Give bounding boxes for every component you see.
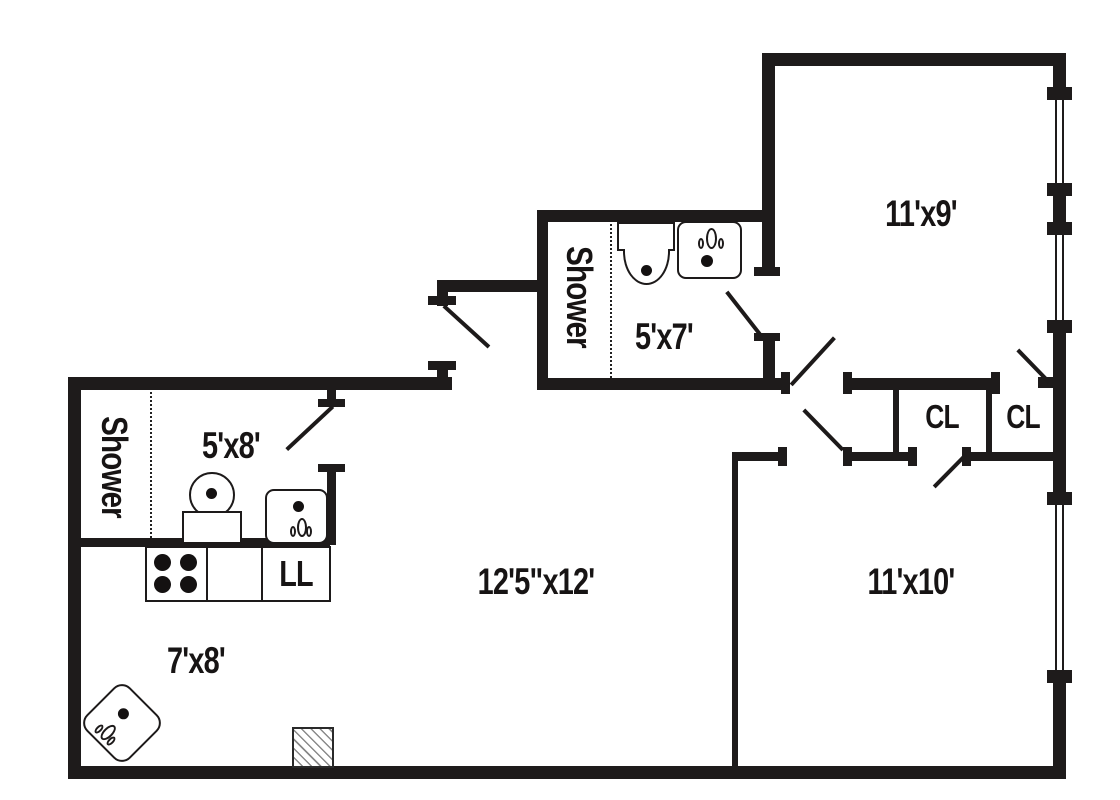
- shower-divider-dotted: [150, 392, 152, 538]
- faucet-icon: [718, 238, 724, 249]
- window: [1062, 504, 1064, 671]
- window-sill: [1047, 183, 1072, 196]
- room-label-bath-left: 5'x8': [202, 425, 261, 466]
- shower-label-top-bath: Shower: [559, 246, 600, 348]
- closet-label-left: CL: [925, 398, 959, 435]
- drain-dot: [701, 255, 713, 267]
- wall-segment: [852, 452, 909, 461]
- door-swing: [802, 408, 845, 452]
- stove-burner-icon: [154, 554, 171, 571]
- wall-segment: [732, 452, 738, 768]
- door-jamb: [991, 372, 1000, 394]
- door-jamb: [318, 399, 345, 407]
- door-swing: [1016, 348, 1051, 384]
- wall-segment: [843, 378, 1000, 390]
- drain-dot: [206, 488, 217, 499]
- wall-segment: [68, 766, 1066, 779]
- window: [1062, 100, 1064, 184]
- wall-segment: [327, 470, 336, 545]
- wall-segment: [437, 366, 448, 390]
- stove-burner-icon: [180, 576, 197, 593]
- door-jamb: [428, 361, 456, 370]
- wall-segment: [971, 452, 1066, 461]
- window-sill: [1047, 320, 1072, 333]
- window: [1055, 234, 1057, 321]
- door-swing: [725, 290, 764, 338]
- counter-divider: [261, 548, 263, 600]
- shower-divider-dotted: [610, 224, 612, 378]
- door-jamb: [318, 464, 345, 472]
- kitchen-counter: [145, 546, 331, 602]
- toilet-icon: [617, 222, 675, 251]
- wall-segment: [68, 377, 452, 390]
- door-jamb: [908, 447, 917, 466]
- shower-label-left-bath: Shower: [94, 416, 135, 518]
- window: [1055, 504, 1057, 671]
- wall-segment: [763, 341, 775, 390]
- door-swing: [285, 405, 335, 451]
- wall-segment: [893, 384, 899, 455]
- toilet-icon: [265, 489, 328, 544]
- drain-dot: [115, 706, 132, 722]
- wall-segment: [986, 384, 992, 455]
- faucet-icon: [290, 526, 296, 537]
- door-swing: [789, 336, 836, 386]
- room-label-bath-top: 5'x7': [635, 316, 694, 357]
- wall-segment: [1053, 53, 1066, 87]
- wall-segment: [762, 53, 775, 267]
- wall-segment: [537, 378, 790, 390]
- drain-dot: [293, 501, 304, 512]
- door-jamb: [778, 447, 787, 466]
- wall-segment: [1053, 682, 1066, 779]
- corner-sink-icon: [78, 679, 166, 767]
- room-label-bedroom-top: 11'x9': [885, 193, 957, 234]
- appliance-label: LL: [279, 553, 313, 594]
- faucet-icon: [306, 526, 312, 537]
- door-jamb: [754, 267, 780, 276]
- door-jamb: [754, 333, 780, 341]
- window-sill: [1047, 492, 1072, 505]
- counter-divider: [206, 548, 208, 600]
- window-sill: [1047, 87, 1072, 100]
- window: [1055, 100, 1057, 184]
- wall-segment: [732, 452, 779, 461]
- column-hatch: [292, 727, 334, 768]
- door-jamb: [843, 372, 852, 394]
- stove-burner-icon: [180, 554, 197, 571]
- wall-segment: [437, 280, 548, 292]
- door-jamb: [1038, 377, 1054, 388]
- wall-segment: [68, 377, 81, 779]
- wall-segment: [537, 210, 548, 390]
- closet-label-right: CL: [1006, 398, 1040, 435]
- window: [1062, 234, 1064, 321]
- room-label-living: 12'5"x12': [477, 561, 595, 602]
- window-sill: [1047, 222, 1072, 235]
- wall-segment: [437, 280, 448, 306]
- sink-icon: [182, 511, 242, 544]
- door-jamb: [781, 372, 790, 394]
- stove-burner-icon: [154, 576, 171, 593]
- door-jamb: [843, 447, 852, 466]
- window-sill: [1047, 670, 1072, 683]
- faucet-icon: [698, 238, 704, 249]
- wall-segment: [537, 210, 775, 222]
- door-swing: [932, 453, 967, 488]
- door-jamb: [428, 296, 456, 305]
- wall-segment: [1053, 195, 1066, 223]
- room-label-kitchen-nook: 7'x8': [167, 640, 226, 681]
- faucet-icon: [706, 228, 717, 249]
- wall-segment: [327, 388, 336, 400]
- wall-segment: [762, 53, 1066, 66]
- door-jamb: [962, 447, 971, 466]
- door-swing: [442, 304, 491, 349]
- drain-dot: [641, 265, 652, 276]
- room-label-bedroom-bottom: 11'x10': [867, 561, 956, 602]
